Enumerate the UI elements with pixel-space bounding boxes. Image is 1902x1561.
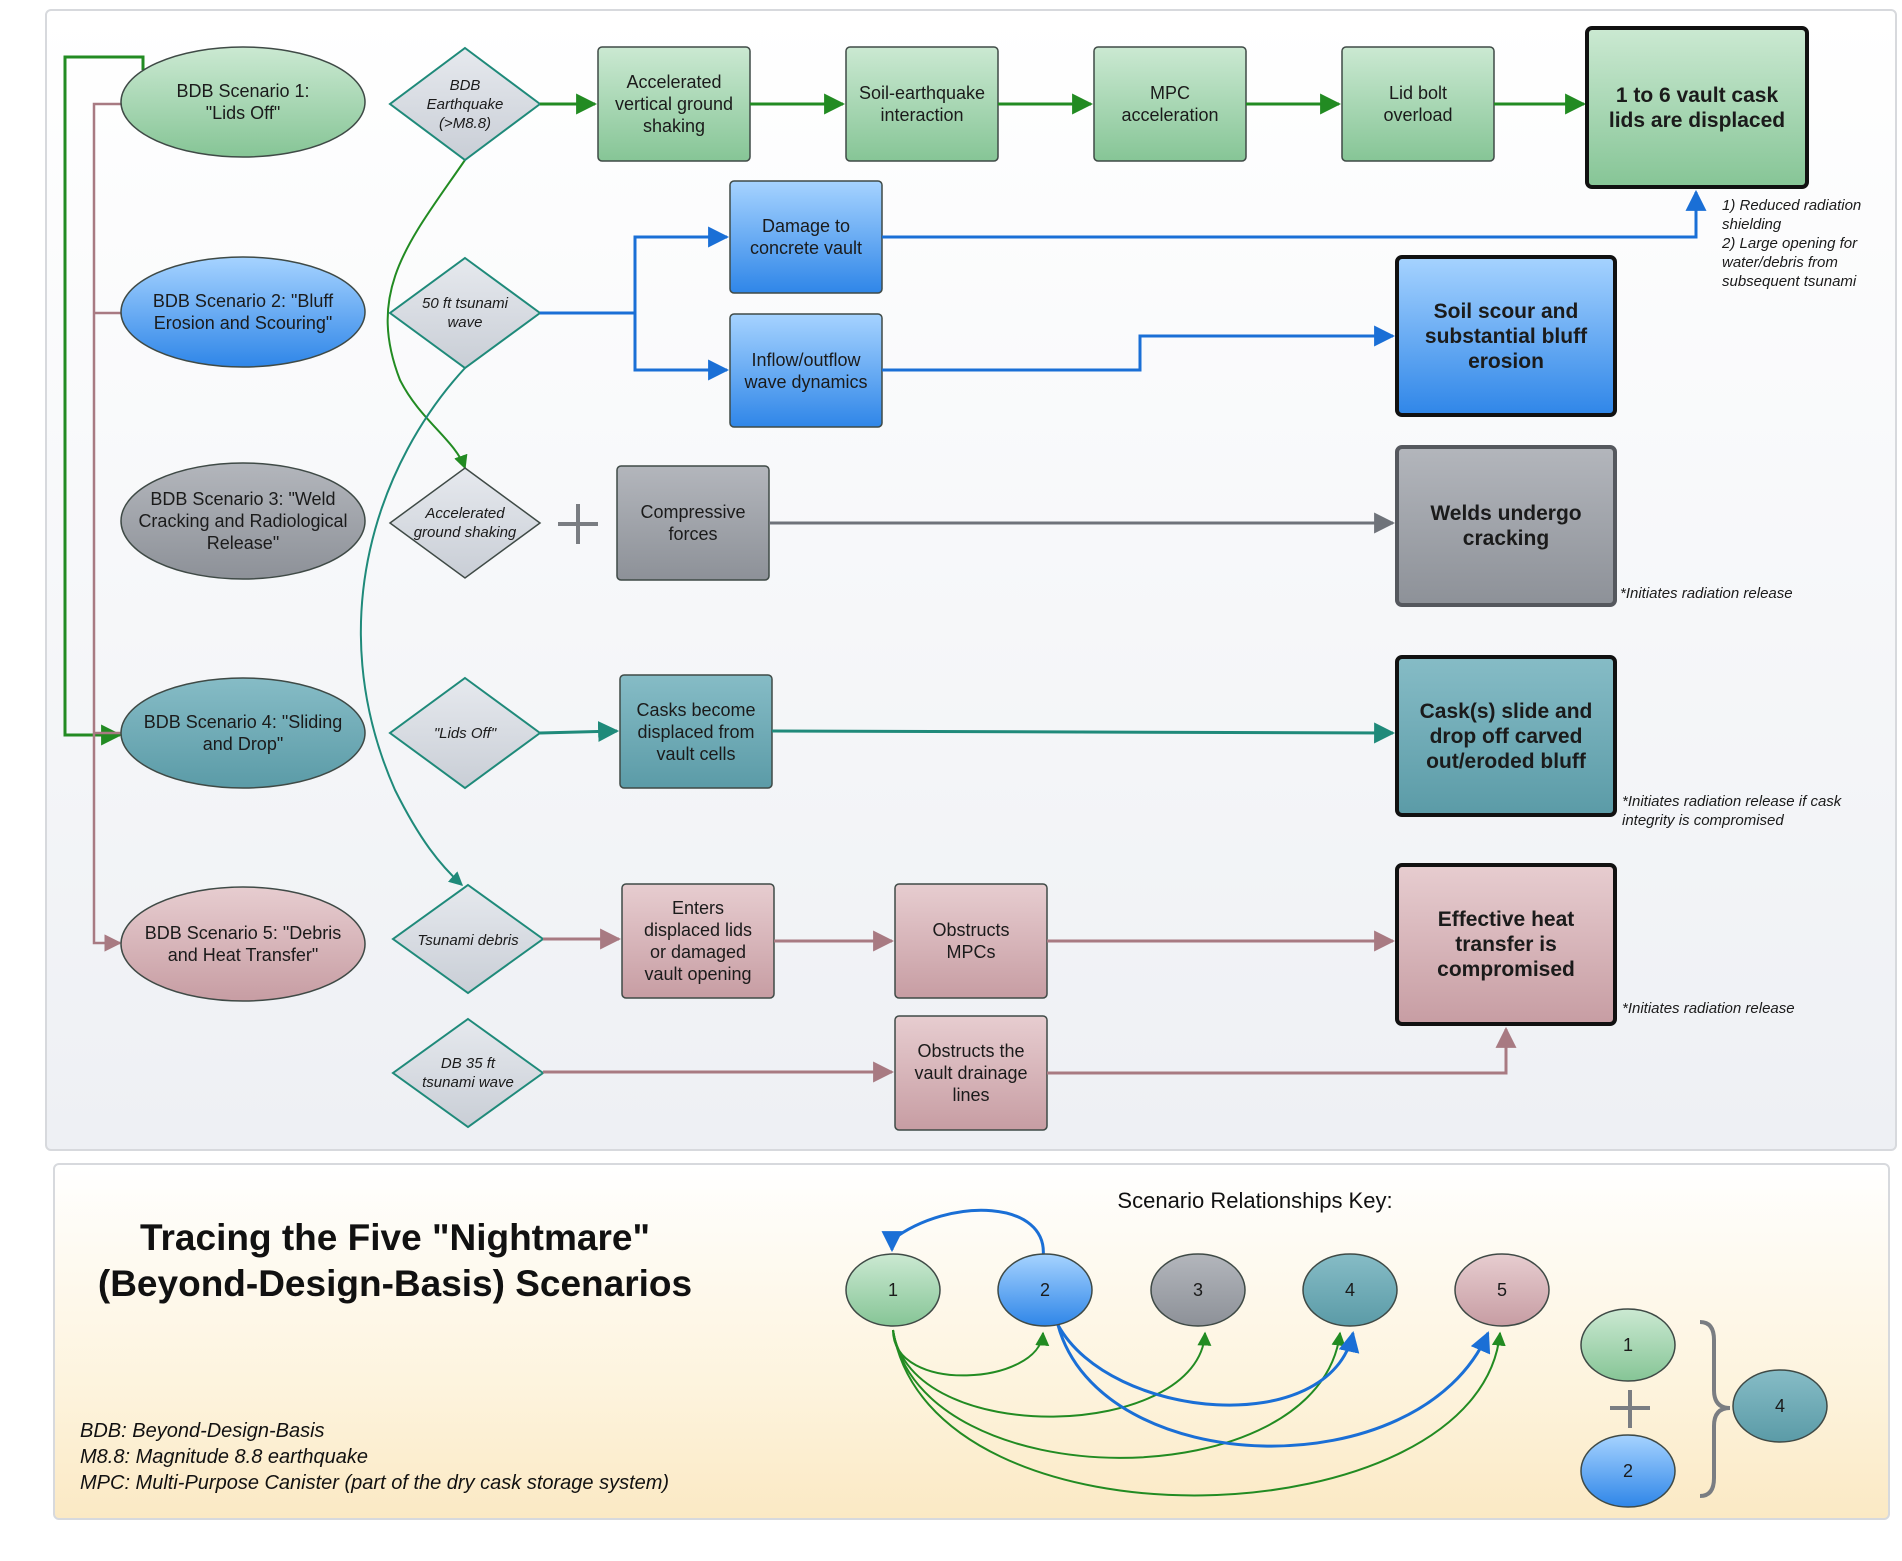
key-combo-result [1732, 1369, 1828, 1443]
connector-t1-to-t3 [386, 159, 468, 470]
scenario-2-node [120, 256, 366, 368]
note-cask-slide: *Initiates radiation release if cask int… [1622, 793, 1842, 829]
arrow-d1-o4 [771, 722, 1396, 744]
scenario-4-node [120, 677, 366, 789]
legend-bdb: BDB: Beyond-Design-Basis [80, 1420, 325, 1442]
key-node-1 [845, 1253, 941, 1327]
note-welds-cracking: *Initiates radiation release [1620, 585, 1793, 602]
trigger-lids-off-diamond [388, 676, 542, 790]
trigger-tsunami-debris-diamond [391, 883, 545, 995]
key-arrow-2-to-4 [1056, 1324, 1360, 1407]
brace-icon [1699, 1320, 1731, 1498]
key-title: Scenario Relationships Key: [1117, 1188, 1393, 1213]
scenario-1-node [120, 46, 366, 158]
scenario-3-node [120, 462, 366, 580]
outcome-welds-cracking [1395, 445, 1617, 607]
plus-icon [558, 504, 598, 544]
key-node-2 [997, 1253, 1093, 1327]
legend-m88: M8.8: Magnitude 8.8 earthquake [80, 1446, 368, 1468]
plus-icon [1610, 1390, 1650, 1428]
key-arrow-1-to-2 [892, 1329, 1050, 1377]
note-lids-displaced: 1) Reduced radiation shielding 2) Large … [1722, 197, 1862, 290]
key-arrow-1-to-3 [892, 1329, 1212, 1418]
legend-mpc: MPC: Multi-Purpose Canister (part of the… [80, 1472, 670, 1494]
key-combo-node-a [1580, 1308, 1676, 1382]
connector-s1-to-s5 [92, 102, 125, 952]
trigger-db35-diamond [391, 1017, 545, 1129]
key-node-5 [1454, 1253, 1550, 1327]
arrow-t4-d1 [539, 720, 620, 742]
connector-t2-to-t5 [359, 367, 466, 886]
arrow-f1-o5 [1047, 1026, 1517, 1075]
note-heat-transfer: *Initiates radiation release [1622, 1000, 1795, 1017]
scenario-5-node [120, 886, 366, 1002]
outcome-soil-scour [1395, 255, 1617, 417]
arrow-t2-b2 [633, 313, 730, 381]
key-node-3 [1150, 1253, 1246, 1327]
trigger-ground-shaking-diamond [388, 467, 542, 579]
key-arrow-1-to-4 [892, 1329, 1346, 1459]
key-arrow-2-to-1 [881, 1208, 1045, 1259]
page-title: Tracing the Five "Nightmare" (Beyond-Des… [97, 1217, 693, 1304]
outcome-lids-displaced [1585, 26, 1809, 189]
trigger-50ft-tsunami-diamond [388, 256, 542, 370]
arrow-b1-o1 [882, 189, 1707, 239]
trigger-earthquake-diamond [388, 46, 542, 162]
arrow-t2-b1 [540, 226, 730, 315]
connector-s1-to-s4 [63, 55, 145, 746]
key-arrow-1-to-5 [892, 1329, 1506, 1497]
outcome-cask-slide [1395, 655, 1617, 817]
key-node-4 [1302, 1253, 1398, 1327]
outcome-heat-transfer [1395, 863, 1617, 1026]
arrow-b2-o2 [882, 325, 1396, 372]
key-arrow-2-to-5 [1056, 1324, 1491, 1448]
key-combo-node-b [1580, 1434, 1676, 1508]
